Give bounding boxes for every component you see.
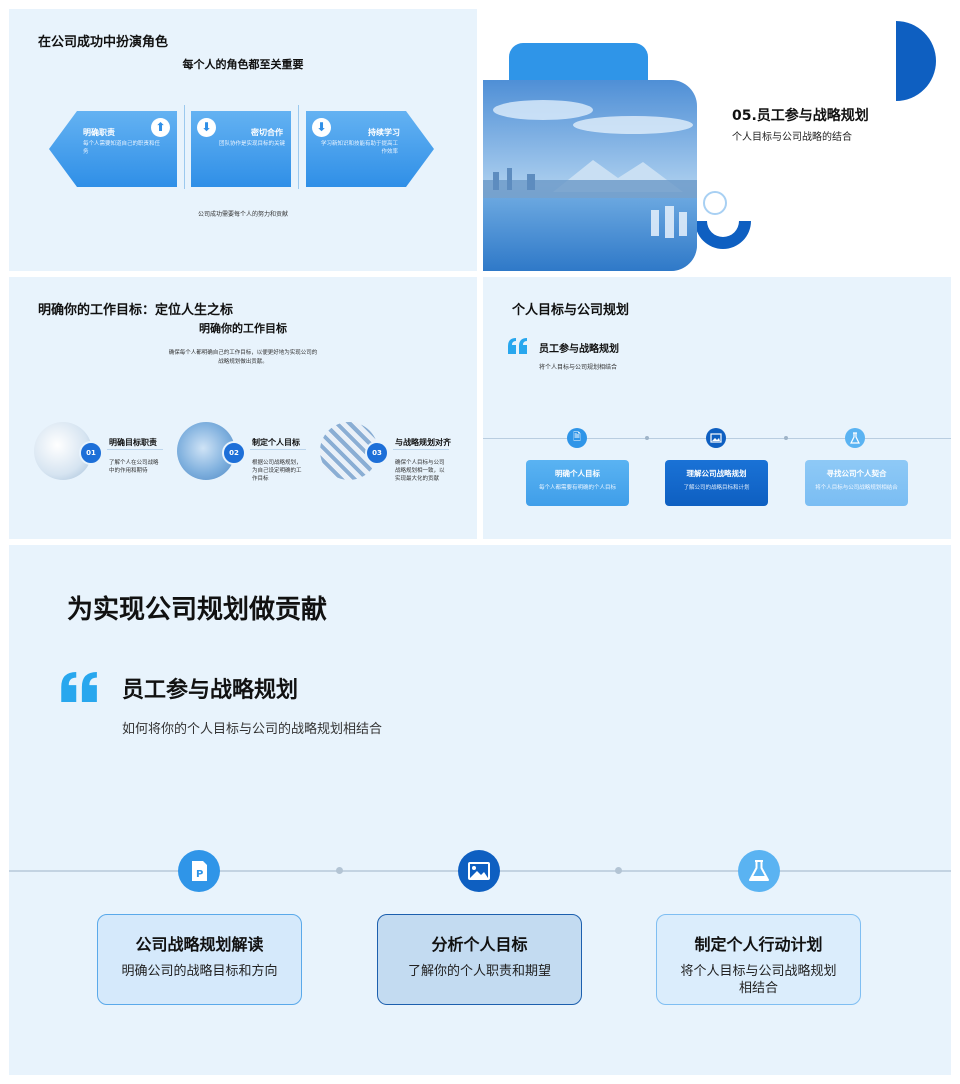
step-number: 01 bbox=[79, 441, 103, 465]
timeline-dot bbox=[336, 867, 343, 874]
step-number: 03 bbox=[365, 441, 389, 465]
card-desc: 了解你的个人职责和期望 bbox=[407, 964, 551, 979]
half-circle-shape bbox=[896, 21, 951, 101]
quote-title: 员工参与战略规划 bbox=[122, 678, 299, 703]
card-title: 制定个人行动计划 bbox=[694, 935, 823, 954]
document-icon: 🗎 bbox=[567, 428, 587, 448]
divider bbox=[393, 449, 449, 450]
quote-title: 员工参与战略规划 bbox=[539, 344, 619, 355]
slide-subtitle: 每个人的角色都至关重要 bbox=[182, 58, 304, 71]
slide-title: 明确你的工作目标：定位人生之标 bbox=[38, 303, 234, 318]
slide-title: 在公司成功中扮演角色 bbox=[38, 35, 169, 50]
item-title: 明确目标职责 bbox=[109, 438, 157, 447]
small-ring-shape bbox=[703, 191, 727, 215]
slide-goals-and-plan[interactable]: 个人目标与公司规划 员工参与战略规划 将个人目标与公司规划相结合 🗎 明确个人目… bbox=[483, 277, 951, 539]
strategy-card: 理解公司战略规划 了解公司的战略目标和计划 bbox=[665, 460, 768, 506]
slide-title: 个人目标与公司规划 bbox=[512, 303, 630, 318]
card-desc: 将个人目标与公司战略规划相结合 bbox=[680, 964, 837, 996]
card-desc: 了解公司的战略目标和计划 bbox=[683, 485, 750, 491]
intro-text: 确保每个人都明确自己的工作目标，以便更好地为实现公司的战略规划做出贡献。 bbox=[168, 350, 318, 365]
card-desc: 团队协作是实现目标的关键 bbox=[218, 141, 285, 147]
item-desc: 根据公司战略规划，为自己设定明确的工作目标 bbox=[252, 460, 302, 482]
city-chess-photo bbox=[483, 80, 697, 271]
image-icon bbox=[706, 428, 726, 448]
card-desc: 将个人目标与公司战略规划相结合 bbox=[815, 485, 898, 491]
fit-card: 寻找公司个人契合 将个人目标与公司战略规划相结合 bbox=[805, 460, 908, 506]
card-desc: 每个人都需要有明确的个人目标 bbox=[538, 485, 616, 491]
item-title: 与战略规划对齐 bbox=[395, 438, 451, 447]
ring-shape bbox=[675, 189, 755, 269]
card-desc: 每个人需要知道自己的职责和任务 bbox=[83, 141, 161, 155]
slide-role-in-success[interactable]: 在公司成功中扮演角色 每个人的角色都至关重要 明确职责 每个人需要知道自己的职责… bbox=[9, 9, 477, 271]
slide-contribute[interactable]: 为实现公司规划做贡献 员工参与战略规划 如何将你的个人目标与公司的战略规划相结合… bbox=[9, 545, 951, 1075]
card-title: 明确个人目标 bbox=[555, 469, 600, 478]
timeline-dot bbox=[615, 867, 622, 874]
item-desc: 了解个人在公司战略中的作用和期待 bbox=[109, 460, 159, 474]
timeline-dot bbox=[645, 436, 649, 440]
arrow-down-icon: ⬇ bbox=[312, 118, 331, 137]
timeline-dot bbox=[784, 436, 788, 440]
quote-icon bbox=[508, 338, 528, 358]
card-title: 寻找公司个人契合 bbox=[826, 469, 887, 478]
goal-card: 明确个人目标 每个人都需要有明确的个人目标 bbox=[526, 460, 629, 506]
strategy-interpret-card: 公司战略规划解读 明确公司的战略目标和方向 bbox=[97, 914, 302, 1005]
role-card-learning: ⬇ 持续学习 学习新知识和技能有助于提高工作效率 bbox=[306, 111, 434, 187]
divider bbox=[250, 449, 306, 450]
slide-work-goals[interactable]: 明确你的工作目标：定位人生之标 明确你的工作目标 确保每个人都明确自己的工作目标… bbox=[9, 277, 477, 539]
arrow-down-icon: ⬇ bbox=[197, 118, 216, 137]
slide-title: 为实现公司规划做贡献 bbox=[67, 595, 328, 625]
card-title: 密切合作 bbox=[251, 128, 283, 137]
card-title: 持续学习 bbox=[368, 128, 400, 137]
step-number: 02 bbox=[222, 441, 246, 465]
divider bbox=[107, 449, 163, 450]
quote-subtitle: 将个人目标与公司规划相结合 bbox=[539, 364, 618, 371]
document-icon: P bbox=[178, 850, 220, 892]
image-icon bbox=[458, 850, 500, 892]
card-desc: 学习新知识和技能有助于提高工作效率 bbox=[320, 141, 398, 155]
role-card-responsibility: 明确职责 每个人需要知道自己的职责和任务 ⬆ bbox=[49, 111, 177, 187]
arrow-up-icon: ⬆ bbox=[151, 118, 170, 137]
svg-text:P: P bbox=[196, 869, 203, 880]
section-title: 05.员工参与战略规划 bbox=[732, 108, 869, 124]
card-desc: 明确公司的战略目标和方向 bbox=[121, 964, 278, 979]
divider bbox=[184, 105, 185, 189]
card-title: 分析个人目标 bbox=[431, 935, 528, 954]
slide-subtitle: 明确你的工作目标 bbox=[199, 322, 287, 335]
card-title: 公司战略规划解读 bbox=[135, 935, 264, 954]
quote-subtitle: 如何将你的个人目标与公司的战略规划相结合 bbox=[122, 722, 383, 737]
quote-icon bbox=[60, 672, 100, 706]
section-subtitle: 个人目标与公司战略的结合 bbox=[732, 132, 852, 143]
role-card-collaboration: ⬇ 密切合作 团队协作是实现目标的关键 bbox=[191, 111, 291, 187]
item-desc: 确保个人目标与公司战略规划相一致，以实现最大化的贡献 bbox=[395, 460, 445, 482]
flask-icon bbox=[738, 850, 780, 892]
analyze-goal-card: 分析个人目标 了解你的个人职责和期望 bbox=[377, 914, 582, 1005]
card-title: 明确职责 bbox=[83, 128, 115, 137]
action-plan-card: 制定个人行动计划 将个人目标与公司战略规划相结合 bbox=[656, 914, 861, 1005]
slide-footer: 公司成功需要每个人的努力和贡献 bbox=[197, 211, 288, 218]
slide-section-cover[interactable]: 05.员工参与战略规划 个人目标与公司战略的结合 bbox=[483, 9, 951, 271]
item-title: 制定个人目标 bbox=[252, 438, 300, 447]
card-title: 理解公司战略规划 bbox=[686, 469, 747, 478]
flask-icon bbox=[845, 428, 865, 448]
divider bbox=[298, 105, 299, 189]
